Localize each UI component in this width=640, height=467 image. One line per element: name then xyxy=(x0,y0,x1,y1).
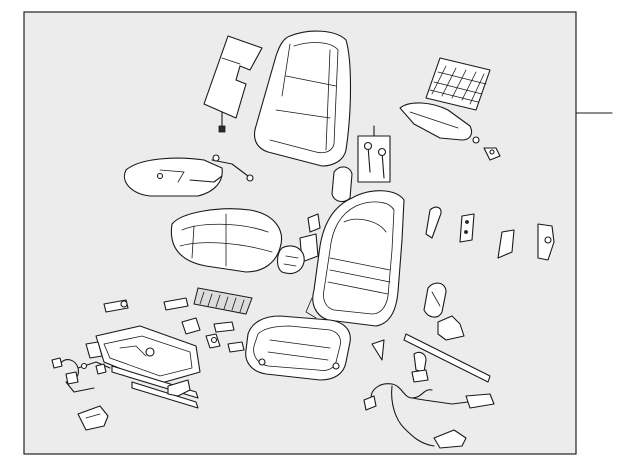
side-shield xyxy=(399,102,501,161)
bolt-callout xyxy=(357,125,391,183)
seat-cushion-cover xyxy=(170,208,282,273)
lower-brackets xyxy=(77,379,191,431)
wiring-harness-right xyxy=(363,369,495,449)
recliner-cover xyxy=(276,245,305,275)
side-trim-row xyxy=(425,206,555,261)
seat-frame xyxy=(245,315,351,381)
seat-cushion-pad xyxy=(124,154,254,197)
lumbar-grid xyxy=(425,57,491,111)
seatback-frame xyxy=(299,190,405,327)
headrest-guide xyxy=(331,166,353,203)
seatback-pad xyxy=(203,35,263,133)
seat-side-shield xyxy=(371,282,465,361)
seatback-cover xyxy=(253,30,352,167)
small-hardware xyxy=(103,287,253,353)
wiring-harness-left xyxy=(51,357,111,393)
